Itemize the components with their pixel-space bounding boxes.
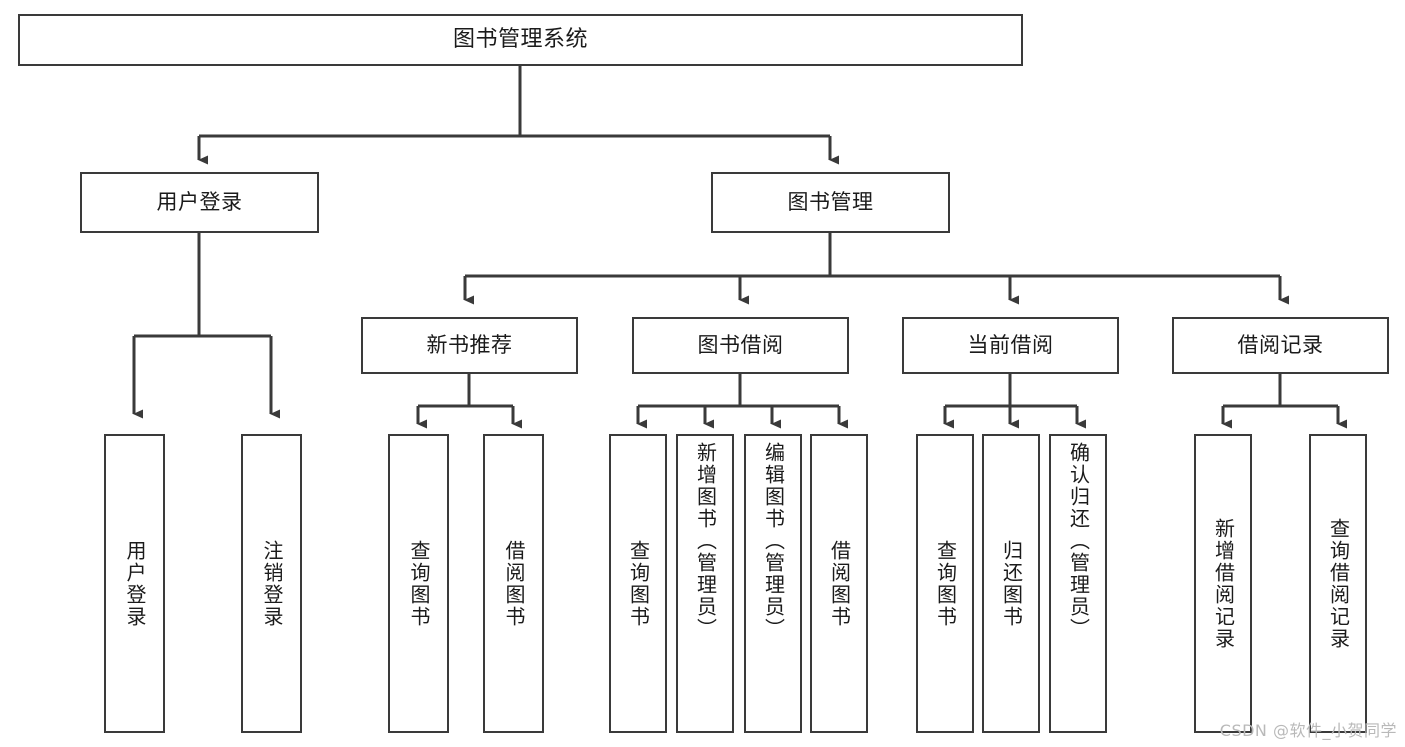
leaf-query-book-current[interactable]: 查询图书	[916, 434, 974, 733]
leaf-return-book[interactable]: 归还图书	[982, 434, 1040, 733]
leaf-add-book-admin[interactable]: 新增图书（管理员）	[676, 434, 734, 733]
node-label: 归还图书	[999, 539, 1024, 628]
node-label: 用户登录	[156, 190, 243, 215]
leaf-edit-book-admin[interactable]: 编辑图书（管理员）	[744, 434, 802, 733]
node-label: 查询借阅记录	[1326, 517, 1351, 650]
node-root-book-management-system[interactable]: 图书管理系统	[18, 14, 1023, 66]
node-label: 查询图书	[407, 539, 431, 628]
node-label: 新增图书（管理员）	[693, 442, 718, 640]
node-new-book-recommendation[interactable]: 新书推荐	[361, 317, 578, 374]
node-label: 借阅记录	[1237, 333, 1324, 358]
node-label: 查询图书	[626, 539, 651, 628]
node-label: 借阅图书	[827, 539, 852, 628]
node-label: 图书借阅	[697, 333, 784, 358]
node-label: 图书管理系统	[452, 27, 588, 53]
node-borrow-record[interactable]: 借阅记录	[1172, 317, 1389, 374]
leaf-add-borrow-record[interactable]: 新增借阅记录	[1194, 434, 1252, 733]
node-label: 借阅图书	[502, 539, 526, 628]
leaf-query-book-new-book[interactable]: 查询图书	[388, 434, 449, 733]
node-user-login[interactable]: 用户登录	[80, 172, 319, 233]
leaf-logout-login[interactable]: 注销登录	[241, 434, 302, 733]
node-label: 编辑图书（管理员）	[761, 442, 786, 640]
watermark-text: CSDN @软件_小贺同学	[1219, 721, 1397, 740]
leaf-user-login[interactable]: 用户登录	[104, 434, 165, 733]
node-book-borrow[interactable]: 图书借阅	[632, 317, 849, 374]
node-label: 确认归还（管理员）	[1066, 442, 1091, 640]
node-label: 图书管理	[787, 190, 874, 215]
node-label: 新增借阅记录	[1211, 517, 1236, 650]
node-label: 当前借阅	[967, 333, 1054, 358]
node-label: 注销登录	[260, 539, 284, 628]
node-label: 查询图书	[933, 539, 958, 628]
leaf-query-book-borrow[interactable]: 查询图书	[609, 434, 667, 733]
leaf-query-borrow-record[interactable]: 查询借阅记录	[1309, 434, 1367, 733]
node-current-borrow[interactable]: 当前借阅	[902, 317, 1119, 374]
node-label: 新书推荐	[426, 333, 513, 358]
leaf-borrow-book-new-book[interactable]: 借阅图书	[483, 434, 544, 733]
node-book-management[interactable]: 图书管理	[711, 172, 950, 233]
leaf-borrow-book-borrow[interactable]: 借阅图书	[810, 434, 868, 733]
leaf-confirm-return-admin[interactable]: 确认归还（管理员）	[1049, 434, 1107, 733]
node-label: 用户登录	[123, 539, 147, 628]
